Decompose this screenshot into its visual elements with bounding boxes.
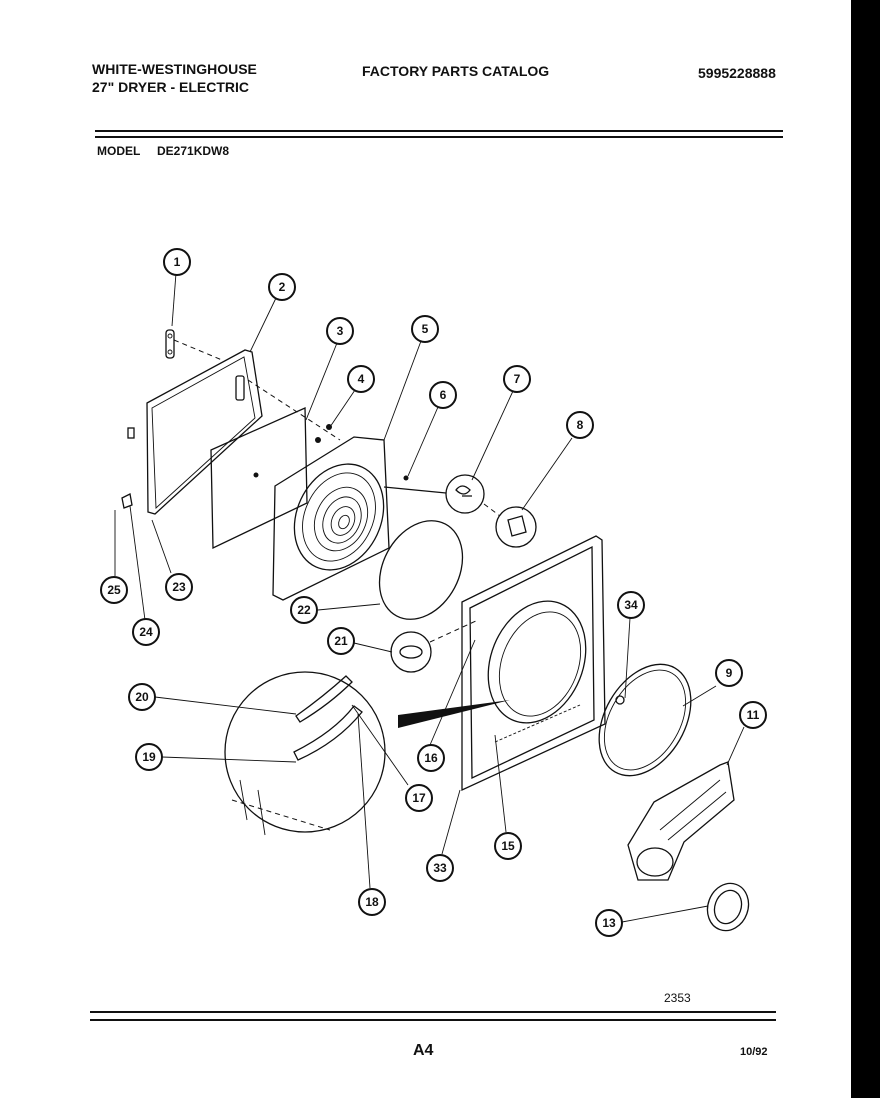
part-door-liner (272, 436, 390, 601)
callout-15: 15 (494, 832, 522, 860)
svg-text:17: 17 (412, 791, 426, 805)
brand-line-2: 27" DRYER - ELECTRIC (92, 79, 250, 95)
svg-text:20: 20 (135, 690, 149, 704)
model-number: DE271KDW8 (157, 144, 230, 158)
svg-text:21: 21 (334, 634, 348, 648)
callout-21: 21 (327, 627, 355, 655)
svg-text:25: 25 (107, 583, 121, 597)
part-inner-panel (210, 407, 308, 550)
leader-lines (129, 272, 745, 923)
catalog-number: 5995228888 (698, 65, 776, 81)
callout-3: 3 (326, 317, 354, 345)
callout-24: 24 (132, 618, 160, 646)
callout-1: 1 (163, 248, 191, 276)
svg-text:16: 16 (424, 751, 438, 765)
svg-text:23: 23 (172, 580, 186, 594)
page-code: A4 (413, 1042, 434, 1059)
part-bearing-ring (598, 663, 692, 777)
svg-text:2: 2 (279, 280, 286, 294)
exploded-parts-diagram: 1 2 3 4 5 6 7 8 9 11 13 15 16 17 18 19 2… (100, 248, 767, 937)
callout-20: 20 (128, 683, 156, 711)
callout-7: 7 (503, 365, 531, 393)
svg-text:24: 24 (139, 625, 153, 639)
header-rule-top (95, 130, 783, 132)
callout-34: 34 (617, 591, 645, 619)
catalog-page (0, 0, 851, 1098)
svg-text:1: 1 (174, 255, 181, 269)
callout-4: 4 (347, 365, 375, 393)
callout-8: 8 (566, 411, 594, 439)
callout-19: 19 (135, 743, 163, 771)
svg-text:9: 9 (726, 666, 733, 680)
callout-17: 17 (405, 784, 433, 812)
model-label: MODEL (97, 144, 141, 158)
svg-text:5: 5 (422, 322, 429, 336)
part-door-seal (378, 520, 464, 620)
svg-text:7: 7 (514, 372, 521, 386)
brand-line-1: WHITE-WESTINGHOUSE (92, 61, 257, 77)
callout-5: 5 (411, 315, 439, 343)
callout-16: 16 (417, 744, 445, 772)
svg-text:3: 3 (337, 324, 344, 338)
footer-rule-bottom (90, 1019, 776, 1021)
callout-11: 11 (739, 701, 767, 729)
callout-13: 13 (595, 909, 623, 937)
callout-25: 25 (100, 576, 128, 604)
scan-border (851, 0, 880, 1098)
svg-text:11: 11 (747, 708, 760, 722)
part-door-catch (445, 474, 485, 514)
svg-text:34: 34 (624, 598, 638, 612)
callout-23: 23 (165, 573, 193, 601)
catalog-title: FACTORY PARTS CATALOG (362, 63, 550, 79)
svg-text:22: 22 (297, 603, 311, 617)
svg-text:8: 8 (577, 418, 584, 432)
header-rule-bottom (95, 136, 783, 138)
svg-text:18: 18 (365, 895, 379, 909)
part-lint-duct (627, 761, 735, 881)
detail-inset (224, 671, 386, 836)
callout-18: 18 (358, 888, 386, 916)
drawing-number: 2353 (664, 991, 691, 1005)
svg-text:33: 33 (433, 861, 447, 875)
svg-text:13: 13 (602, 916, 616, 930)
part-door-roller (390, 631, 432, 673)
svg-text:19: 19 (142, 750, 156, 764)
callout-22: 22 (290, 596, 318, 624)
revision-date: 10/92 (740, 1046, 768, 1058)
svg-text:4: 4 (358, 372, 365, 386)
part-screw (315, 437, 321, 443)
callout-6: 6 (429, 381, 457, 409)
part-hinge-pin (165, 329, 175, 359)
callout-33: 33 (426, 854, 454, 882)
footer-rule-top (90, 1011, 776, 1013)
part-door-panel (127, 349, 263, 515)
callout-2: 2 (268, 273, 296, 301)
callout-9: 9 (715, 659, 743, 687)
part-door-strike (495, 506, 537, 548)
svg-text:6: 6 (440, 388, 447, 402)
svg-text:15: 15 (501, 839, 515, 853)
part-duct-seal (706, 882, 750, 932)
part-front-panel (461, 535, 606, 792)
